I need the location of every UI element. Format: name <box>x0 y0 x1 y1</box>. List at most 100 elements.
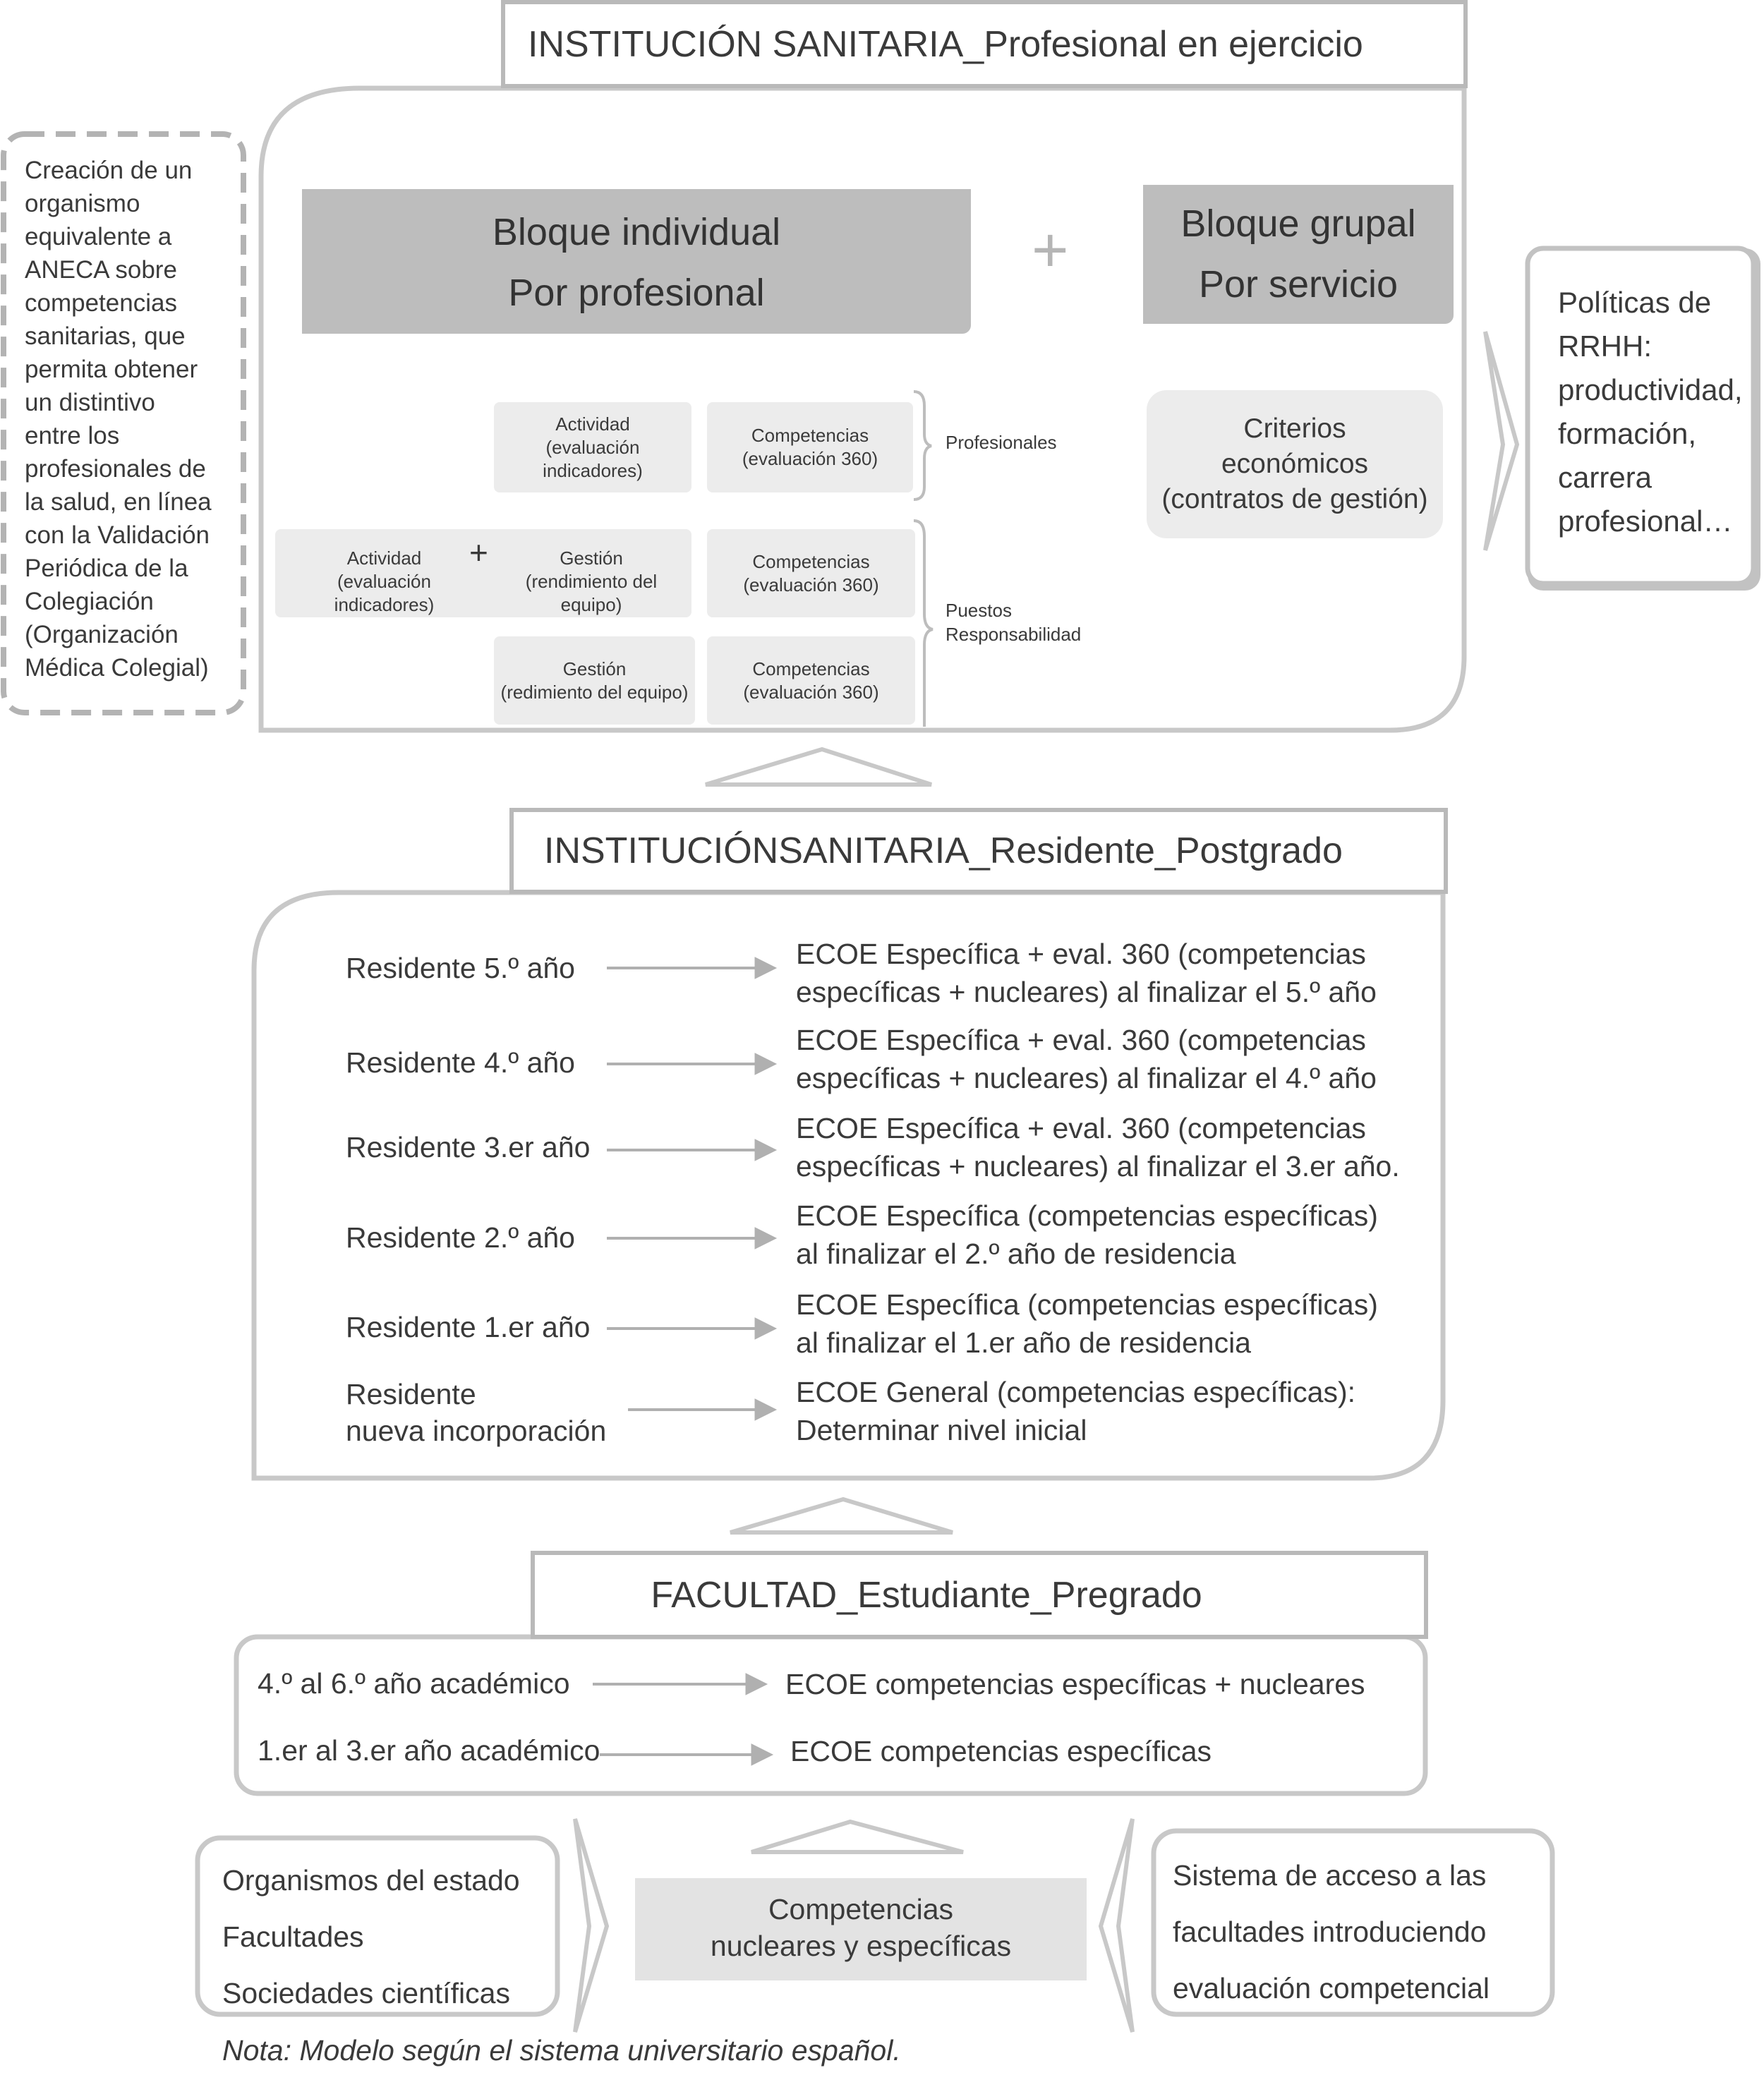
block-line: Competencias <box>752 550 870 572</box>
block-line: Gestión <box>560 548 623 569</box>
bloque-grupal-line: Por servicio <box>1198 263 1398 305</box>
residente-line: nueva incorporación <box>346 1415 607 1447</box>
sistema-line: Sistema de acceso a las <box>1173 1859 1487 1892</box>
block-line: Actividad <box>346 548 422 569</box>
ecoe-5: ECOE Específica + eval. 360 (competencia… <box>796 935 1377 1011</box>
left-note-line: un distintivo <box>25 389 155 416</box>
ecoe-general: ECOE General (competencias específicas):… <box>796 1373 1355 1449</box>
brace-profesionales <box>913 390 932 501</box>
left-note-line: Médica Colegial) <box>25 654 209 682</box>
left-note-line: Periódica de la <box>25 555 188 582</box>
block-line: (rendimiento del equipo) <box>525 571 658 615</box>
top-title-text: INSTITUCIÓN SANITARIA_Profesional en eje… <box>528 23 1363 65</box>
sistema-line: facultades introduciendo <box>1173 1916 1487 1948</box>
up-arrow-2 <box>730 1496 953 1535</box>
profesionales-label: Profesionales <box>946 432 1057 453</box>
organismos-list: Organismos del estado Facultades Socieda… <box>222 1852 520 2021</box>
ecoe-2: ECOE Específica (competencias específica… <box>796 1197 1378 1273</box>
ecoe-4: ECOE Específica + eval. 360 (competencia… <box>796 1021 1377 1097</box>
right-note: Políticas de RRHH: productividad, formac… <box>1558 281 1763 543</box>
up-arrow-3 <box>751 1819 964 1854</box>
bloque-individual-line: Por profesional <box>508 272 765 314</box>
ecoe-line: específicas + nucleares) al finalizar el… <box>796 1150 1400 1182</box>
actividad-evaluacion-indicadores: Actividad (evaluación indicadores) <box>287 547 481 617</box>
organismo-item: Facultades <box>222 1920 364 1953</box>
gestion-rendimiento: Gestión (rendimiento del equipo) <box>493 547 690 617</box>
anos-1-3: 1.er al 3.er año académico <box>258 1734 600 1767</box>
bloque-grupal-line: Bloque grupal <box>1180 202 1416 245</box>
competencias-360-puestos-2: Competencias (evaluación 360) <box>707 636 915 725</box>
puestos-responsabilidad-label: Puestos Responsabilidad <box>946 598 1081 646</box>
left-note-line: la salud, en línea <box>25 488 212 516</box>
competencias-360-puestos-1: Competencias (evaluación 360) <box>707 529 915 617</box>
center-line: Competencias <box>768 1893 954 1925</box>
block-line: Competencias <box>752 658 870 679</box>
left-note-outline <box>1 131 246 715</box>
criterios-economicos: Criterios económicos (contratos de gesti… <box>1147 390 1443 538</box>
left-note-line: (Organización <box>25 621 179 648</box>
residente-1: Residente 1.er año <box>346 1311 591 1343</box>
right-note-line: profesional… <box>1558 504 1733 538</box>
anos-4-6: 4.º al 6.º año académico <box>258 1667 570 1700</box>
block-line: Actividad <box>555 413 630 435</box>
middle-title: INSTITUCIÓNSANITARIA_Residente_Postgrado <box>509 808 1448 894</box>
ecoe-line: ECOE Específica + eval. 360 (competencia… <box>796 938 1366 970</box>
ecoe-line: específicas + nucleares) al finalizar el… <box>796 1062 1377 1094</box>
residente-2: Residente 2.º año <box>346 1221 575 1254</box>
footnote: Nota: Modelo según el sistema universita… <box>222 2034 901 2067</box>
ecoe-line: Determinar nivel inicial <box>796 1414 1087 1446</box>
block-line: económicos <box>1221 449 1369 479</box>
residente-4: Residente 4.º año <box>346 1046 575 1079</box>
middle-title-text: INSTITUCIÓNSANITARIA_Residente_Postgrado <box>544 830 1343 871</box>
actividad-indicadores: Actividad (evaluación indicadores) <box>494 402 691 492</box>
block-line: (contratos de gestión) <box>1161 484 1428 514</box>
sistema-line: evaluación competencial <box>1173 1972 1490 2004</box>
up-arrow-1 <box>705 746 932 787</box>
residente-nueva: Residente nueva incorporación <box>346 1376 606 1449</box>
left-note-line: ANECA sobre <box>25 256 177 284</box>
ecoe-especificas-nucleares: ECOE competencias específicas + nucleare… <box>785 1668 1365 1700</box>
right-note-line: formación, <box>1558 417 1697 450</box>
right-chevron-top <box>1483 331 1520 551</box>
left-note-line: permita obtener <box>25 356 198 383</box>
ecoe-line: al finalizar el 2.º año de residencia <box>796 1238 1236 1270</box>
right-note-line: carrera <box>1558 461 1653 494</box>
top-title: INSTITUCIÓN SANITARIA_Profesional en eje… <box>501 0 1468 88</box>
bottom-title-text: FACULTAD_Estudiante_Pregrado <box>651 1574 1202 1616</box>
bottom-right-box-outline <box>1151 1828 1555 2017</box>
ecoe-especificas: ECOE competencias específicas <box>790 1735 1212 1767</box>
left-note-line: organismo <box>25 190 140 217</box>
left-note-line: Colegiación <box>25 588 154 615</box>
block-line: (evaluación <box>545 436 640 458</box>
sistema-acceso: Sistema de acceso a las facultades intro… <box>1173 1847 1490 2016</box>
bloque-individual: Bloque individual Por profesional <box>302 189 971 334</box>
ecoe-line: al finalizar el 1.er año de residencia <box>796 1326 1251 1359</box>
ecoe-line: ECOE Específica + eval. 360 (competencia… <box>796 1112 1366 1144</box>
left-note-line: competencias <box>25 289 177 317</box>
plus-sign: + <box>1032 215 1069 286</box>
bottom-right-chevron <box>1098 1818 1135 2033</box>
left-note-line: equivalente a <box>25 223 172 250</box>
block-line: Gestión <box>562 658 627 679</box>
plus-small: + <box>469 534 488 571</box>
block-line: indicadores) <box>543 459 643 481</box>
right-note-line: Políticas de <box>1558 286 1712 319</box>
competencias-nucleares-box: Competencias nucleares y específicas <box>635 1878 1087 1980</box>
block-line: Competencias <box>751 425 869 446</box>
ecoe-line: ECOE Específica (competencias específica… <box>796 1199 1378 1232</box>
block-line: (evaluación indicadores) <box>334 571 435 615</box>
bloque-grupal: Bloque grupal Por servicio <box>1143 185 1454 324</box>
residente-line: Residente <box>346 1378 476 1410</box>
ecoe-1: ECOE Específica (competencias específica… <box>796 1285 1378 1362</box>
bloque-individual-line: Bloque individual <box>492 211 781 253</box>
left-note-line: con la Validación <box>25 521 210 549</box>
ecoe-line: ECOE General (competencias específicas): <box>796 1376 1355 1408</box>
block-line: (evaluación 360) <box>743 574 879 595</box>
bottom-title: FACULTAD_Estudiante_Pregrado <box>531 1551 1428 1639</box>
residente-3: Residente 3.er año <box>346 1131 591 1163</box>
bottom-left-box-outline <box>195 1835 560 2017</box>
block-line: (redimiento del equipo) <box>500 681 689 703</box>
block-line: Responsabilidad <box>946 624 1082 645</box>
block-line: (evaluación 360) <box>742 448 878 469</box>
center-line: nucleares y específicas <box>710 1930 1012 1962</box>
